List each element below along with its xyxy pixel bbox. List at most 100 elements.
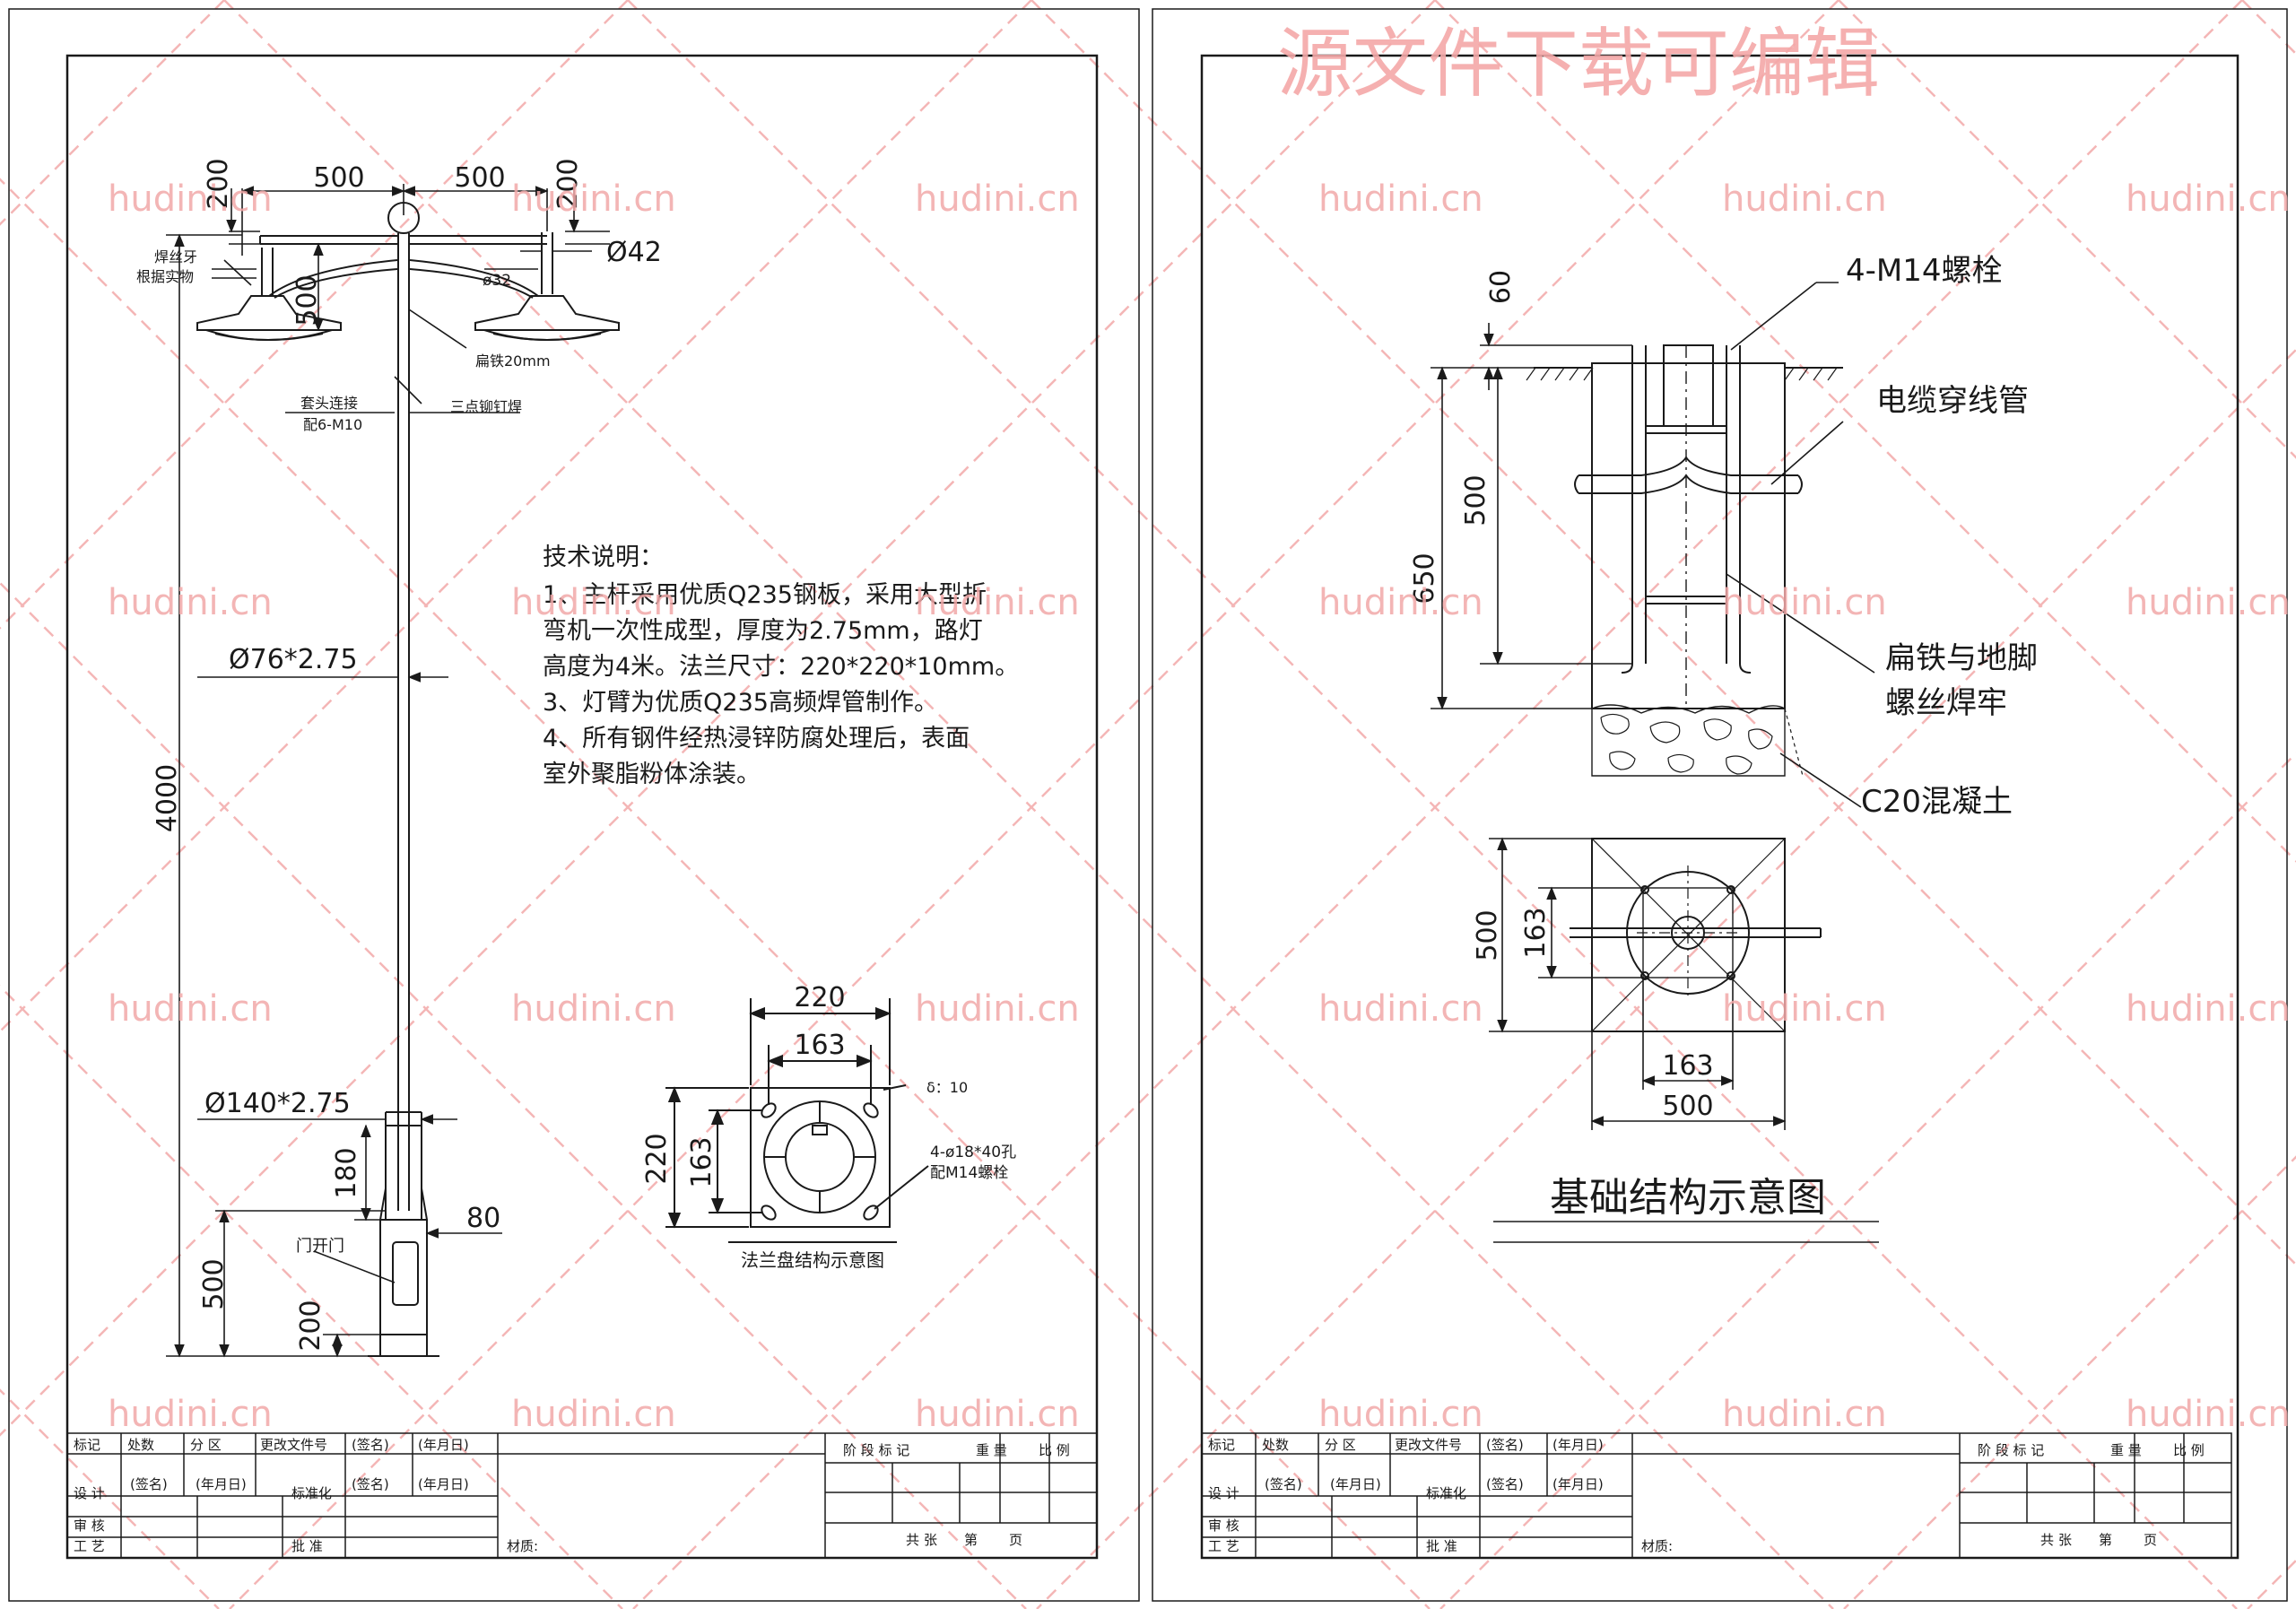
watermark-text: hudini.cn bbox=[2126, 988, 2291, 1030]
tb-sheet: 张 bbox=[924, 1532, 937, 1548]
tb-page-unit: 页 bbox=[1009, 1532, 1022, 1548]
tech-notes-title: 技术说明： bbox=[543, 544, 664, 571]
note-weld-2: 根据实物 bbox=[136, 268, 194, 285]
dim-60: 60 bbox=[1485, 270, 1517, 304]
tb-scale: 比 例 bbox=[1039, 1442, 1070, 1458]
tb-total: 共 bbox=[906, 1532, 919, 1548]
note-socket-2: 配6-M10 bbox=[303, 416, 362, 433]
watermark-labels: hudini.cn hudini.cn hudini.cn hudini.cn … bbox=[108, 178, 2291, 1435]
plan-dim-163-v: 163 bbox=[1520, 907, 1552, 958]
watermark-text: hudini.cn bbox=[2126, 582, 2291, 623]
tb-standard: 标准化 bbox=[291, 1485, 332, 1501]
left-sheet-frame bbox=[65, 54, 1099, 1560]
watermark-banner: 源文件下载可编辑 bbox=[1277, 20, 1880, 108]
tb-date: (年月日) bbox=[196, 1476, 247, 1492]
tb-zone: 分 区 bbox=[190, 1437, 222, 1453]
right-sheet-frame bbox=[1200, 54, 2239, 1560]
watermark-text: hudini.cn bbox=[1722, 988, 1887, 1030]
tb-sign: (签名) bbox=[1486, 1476, 1524, 1492]
tech-note-line: 高度为4米。法兰尺寸：220*220*10mm。 bbox=[543, 653, 1019, 681]
tb-weight: 重 量 bbox=[2110, 1442, 2142, 1458]
watermark-text: hudini.cn bbox=[108, 988, 273, 1030]
watermark-text: hudini.cn bbox=[915, 1394, 1080, 1435]
tb-total: 共 bbox=[2040, 1532, 2054, 1548]
watermark-text: hudini.cn bbox=[2126, 178, 2291, 220]
tech-note-line: 1、主杆采用优质Q235钢板，采用大型折 bbox=[543, 581, 987, 609]
watermark-text: hudini.cn bbox=[1318, 582, 1483, 623]
tb-change-doc: 更改文件号 bbox=[260, 1437, 327, 1453]
dim-arm-right: 500 bbox=[454, 162, 505, 194]
tb-process: 工 艺 bbox=[74, 1538, 105, 1554]
dim-base-180: 180 bbox=[331, 1147, 362, 1198]
foundation-dims bbox=[1431, 282, 1875, 808]
watermark-text: hudini.cn bbox=[511, 988, 676, 1030]
tb-date: (年月日) bbox=[418, 1476, 469, 1492]
tb-mark: 标记 bbox=[74, 1437, 100, 1453]
lamp-pole bbox=[368, 202, 439, 1357]
watermark-text: hudini.cn bbox=[1318, 178, 1483, 220]
tb-material: 材质: bbox=[507, 1538, 538, 1554]
flange-holes-2: 配M14螺栓 bbox=[930, 1164, 1008, 1182]
label-concrete: C20混凝土 bbox=[1861, 784, 2013, 820]
dim-pole-upper: Ø76*2.75 bbox=[229, 644, 358, 675]
label-conduit: 电缆穿线管 bbox=[1876, 383, 2029, 419]
watermark-text: hudini.cn bbox=[915, 988, 1080, 1030]
left-sheet-border bbox=[8, 8, 1140, 1602]
foundation-title: 基础结构示意图 bbox=[1550, 1175, 1826, 1221]
watermark-text: hudini.cn bbox=[1722, 582, 1887, 623]
tb-date: (年月日) bbox=[1552, 1476, 1604, 1492]
right-sheet bbox=[1152, 8, 2288, 1602]
dim-500: 500 bbox=[1460, 474, 1492, 526]
dim-base-500: 500 bbox=[198, 1258, 230, 1309]
flange-dim-163-h: 163 bbox=[794, 1030, 845, 1061]
tb-review: 审 核 bbox=[74, 1518, 105, 1534]
label-bolts: 4-M14螺栓 bbox=[1846, 253, 2003, 289]
watermark-text: hudini.cn bbox=[511, 582, 676, 623]
note-flat-iron: 扁铁20mm bbox=[475, 352, 551, 370]
tb-stage: 阶 段 标 记 bbox=[1978, 1442, 2044, 1458]
tb-design: 设 计 bbox=[74, 1485, 105, 1501]
label-weld-2: 螺丝焊牢 bbox=[1885, 685, 2007, 721]
note-door: 门开门 bbox=[296, 1237, 344, 1256]
tb-approve: 批 准 bbox=[1426, 1538, 1457, 1554]
watermark-text: hudini.cn bbox=[108, 1394, 273, 1435]
flange-thickness: δ：10 bbox=[926, 1079, 968, 1096]
dim-base-200: 200 bbox=[295, 1300, 326, 1351]
tb-standard: 标准化 bbox=[1426, 1485, 1466, 1501]
tb-material: 材质: bbox=[1641, 1538, 1673, 1554]
plan-dim-163-h: 163 bbox=[1662, 1050, 1713, 1082]
plan-dim-500-v: 500 bbox=[1472, 909, 1503, 961]
plan-dim-500-h: 500 bbox=[1662, 1091, 1713, 1122]
tb-stage: 阶 段 标 记 bbox=[843, 1442, 909, 1458]
tb-approve: 批 准 bbox=[291, 1538, 323, 1554]
dim-cap-right: 200 bbox=[552, 158, 584, 209]
tb-mark: 标记 bbox=[1208, 1437, 1235, 1453]
tb-page: 第 bbox=[964, 1532, 978, 1548]
dim-arm-tube: ø32 bbox=[483, 272, 511, 290]
tb-change-doc: 更改文件号 bbox=[1395, 1437, 1462, 1453]
left-dimensions bbox=[166, 184, 610, 1358]
dim-lamp-dia: Ø42 bbox=[606, 237, 662, 268]
dim-drop: 500 bbox=[291, 274, 323, 326]
watermark-text: hudini.cn bbox=[1318, 988, 1483, 1030]
tb-process: 工 艺 bbox=[1208, 1538, 1239, 1554]
flange-holes-1: 4-ø18*40孔 bbox=[930, 1144, 1016, 1161]
tb-sign: (签名) bbox=[1265, 1476, 1302, 1492]
dim-total-height: 4000 bbox=[152, 764, 183, 832]
watermark-text: hudini.cn bbox=[108, 582, 273, 623]
note-weld-1: 焊丝牙 bbox=[154, 248, 197, 265]
tb-design: 设 计 bbox=[1208, 1485, 1239, 1501]
tb-sign: (签名) bbox=[352, 1476, 389, 1492]
tb-date: (年月日) bbox=[1330, 1476, 1381, 1492]
tb-page-unit: 页 bbox=[2144, 1532, 2157, 1548]
dim-base-80: 80 bbox=[466, 1203, 500, 1234]
dim-650: 650 bbox=[1409, 552, 1440, 604]
tech-note-line: 弯机一次性成型，厚度为2.75mm，路灯 bbox=[543, 617, 983, 645]
tech-note-line: 3、灯臂为优质Q235高频焊管制作。 bbox=[543, 689, 938, 717]
tech-note-line: 室外聚脂粉体涂装。 bbox=[543, 761, 761, 788]
watermark-text: hudini.cn bbox=[511, 178, 676, 220]
foundation-plan bbox=[1570, 838, 1822, 1032]
dim-pole-lower: Ø140*2.75 bbox=[204, 1088, 351, 1119]
right-sheet-border bbox=[1152, 8, 2288, 1602]
